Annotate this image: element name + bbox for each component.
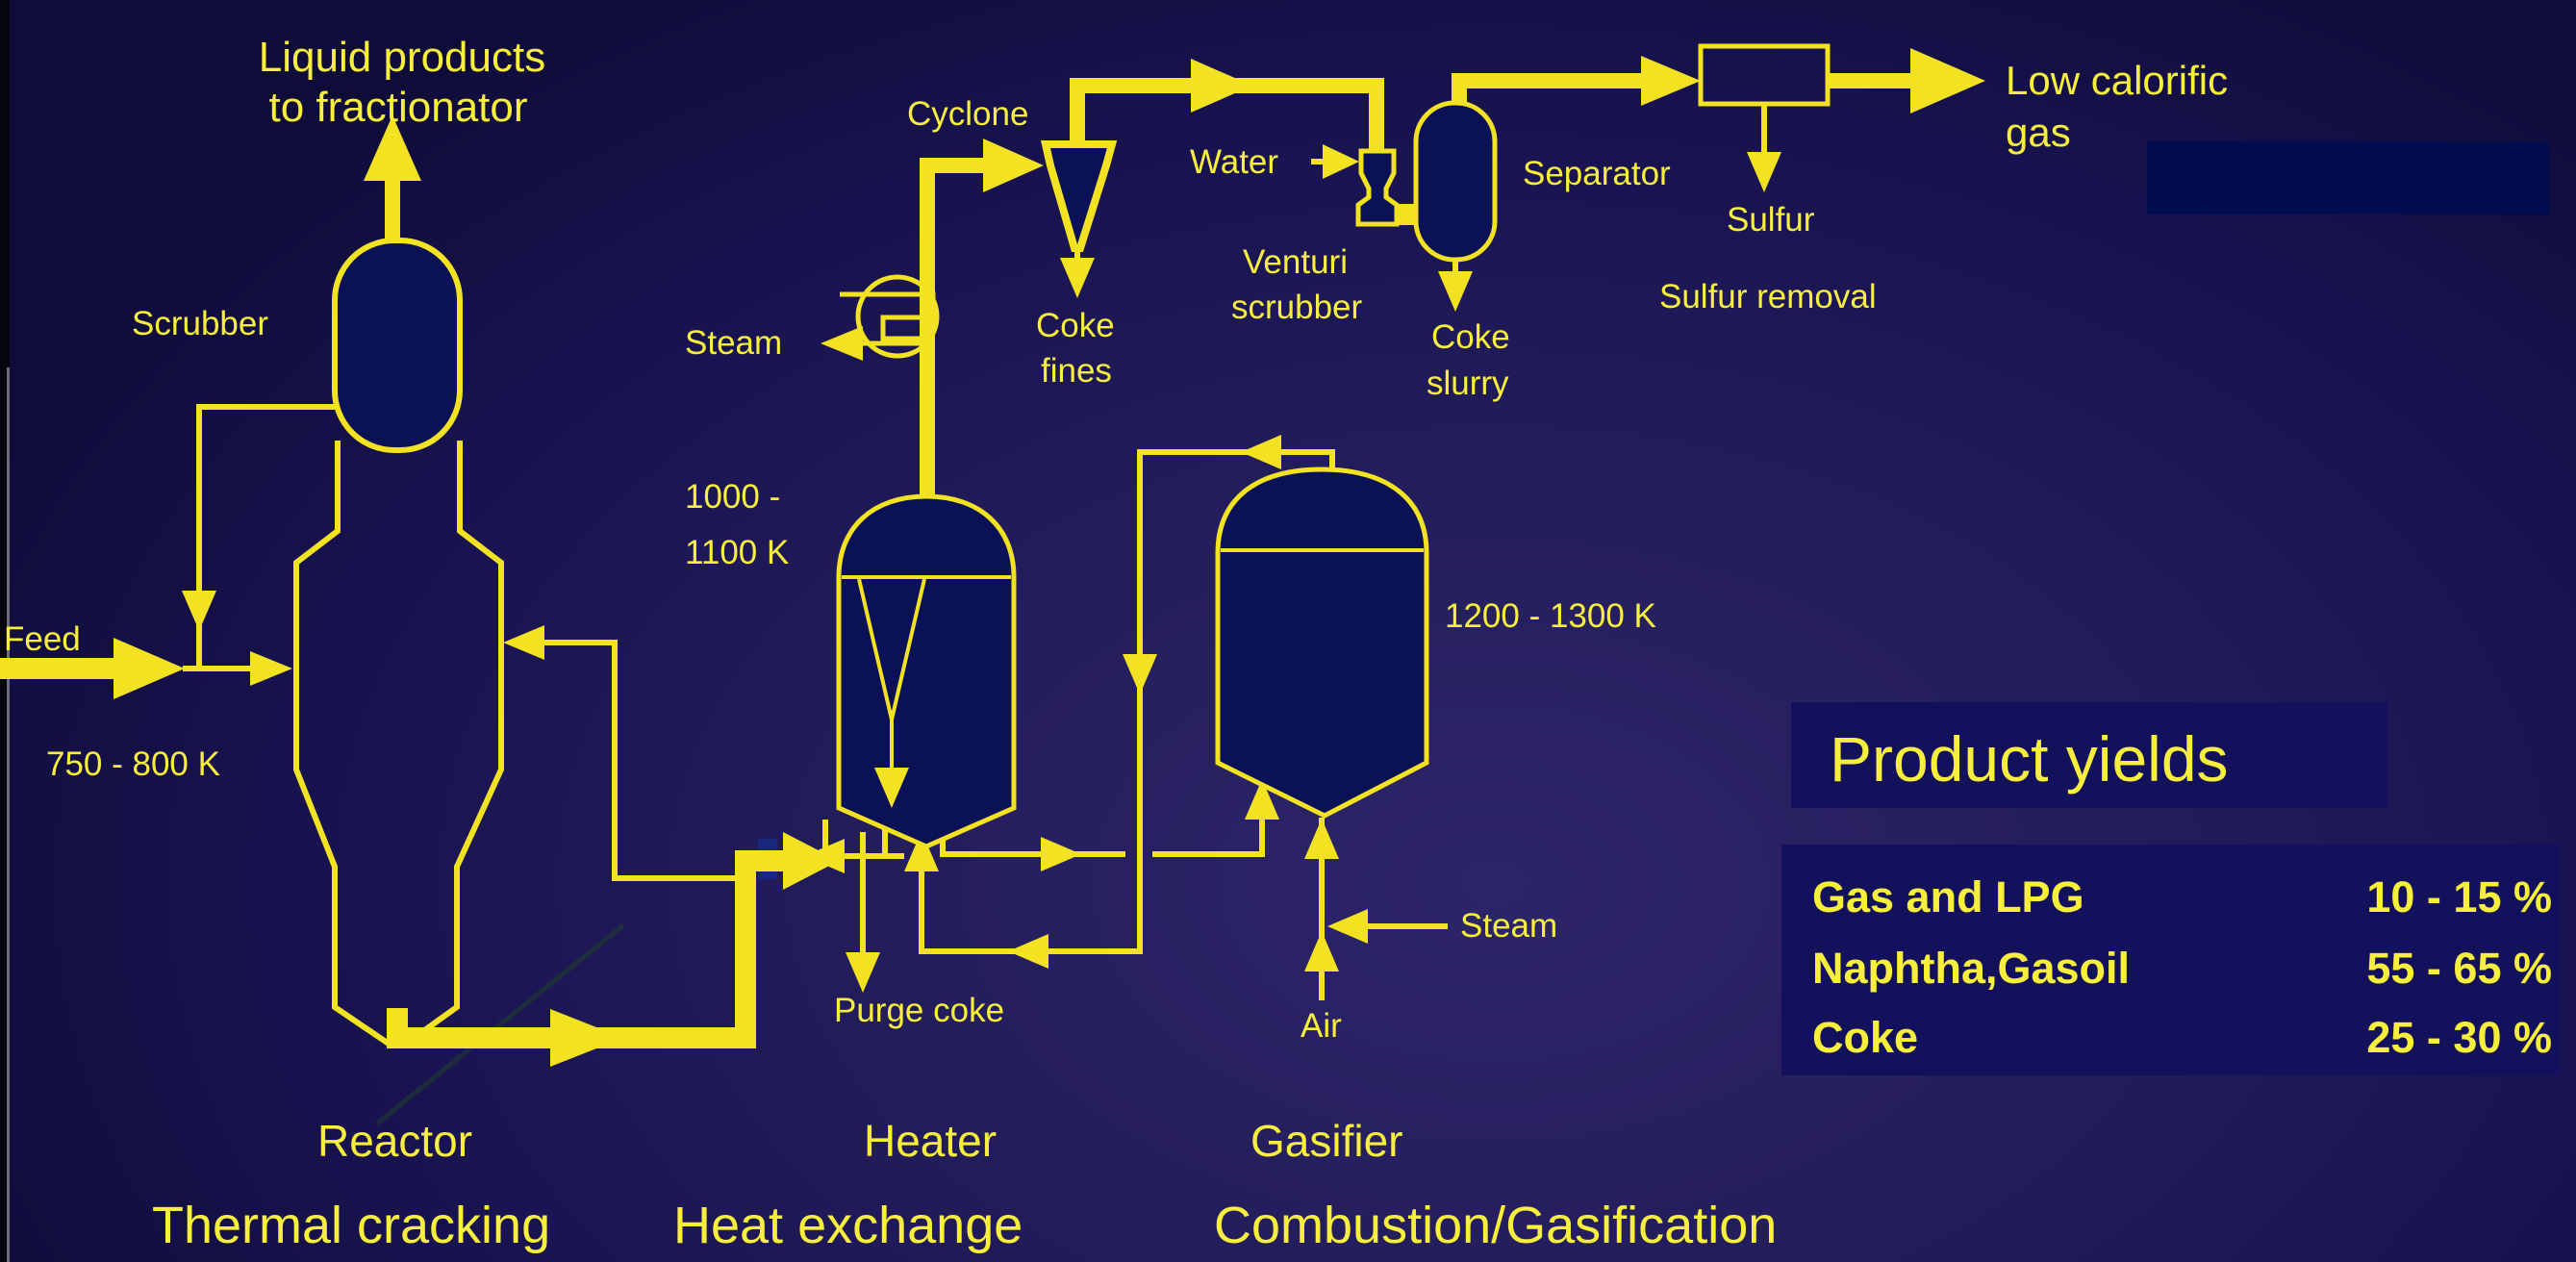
low-calorific-gas-label-1: Low calorific bbox=[2006, 58, 2228, 103]
reactor-temp-label: 750 - 800 K bbox=[46, 745, 220, 783]
piping-thick bbox=[0, 48, 1985, 1067]
right-arrow-icon bbox=[783, 832, 839, 890]
up-arrow-icon bbox=[364, 115, 421, 181]
right-arrow-icon bbox=[114, 638, 185, 699]
yield-row-name: Gas and LPG bbox=[1812, 872, 2084, 921]
faint-diagonal-artifact bbox=[375, 923, 625, 1125]
separator-label: Separator bbox=[1523, 155, 1671, 192]
down-arrow-icon bbox=[846, 952, 880, 993]
right-arrow-icon bbox=[250, 651, 292, 686]
heater-name-label: Heater bbox=[864, 1116, 997, 1166]
down-arrow-icon bbox=[1438, 271, 1473, 312]
product-yields-panel: Product yields Gas and LPG 10 - 15 % Nap… bbox=[1781, 702, 2561, 1075]
feed-label: Feed bbox=[4, 620, 81, 658]
vessels bbox=[293, 43, 1831, 1047]
deco-rect-top-right bbox=[2147, 141, 2549, 215]
heat-exchanger-tube bbox=[840, 291, 936, 341]
caption-heat-exchange: Heat exchange bbox=[673, 1197, 1023, 1254]
air-label: Air bbox=[1301, 1007, 1342, 1045]
left-arrow-icon bbox=[1241, 435, 1281, 469]
liquid-products-label-2: to fractionator bbox=[268, 84, 527, 131]
low-calorific-gas-label-2: gas bbox=[2006, 110, 2071, 155]
left-arrow-icon bbox=[1327, 909, 1368, 944]
venturi-scrubber-vessel bbox=[1355, 148, 1400, 227]
liquid-products-label-1: Liquid products bbox=[259, 34, 545, 81]
left-arrow-icon bbox=[1008, 934, 1048, 969]
venturi-label-1: Venturi bbox=[1243, 243, 1348, 281]
piping-thin bbox=[182, 104, 1781, 1000]
scrubber-label: Scrubber bbox=[132, 305, 268, 342]
diagram-labels: Liquid products to fractionator Scrubber… bbox=[4, 34, 2228, 1045]
heater-temp-label-2: 1100 K bbox=[685, 534, 789, 571]
venturi-label-2: scrubber bbox=[1231, 289, 1363, 326]
yield-row-name: Coke bbox=[1812, 1013, 1918, 1062]
right-arrow-icon bbox=[550, 1009, 623, 1067]
separator-vessel bbox=[1413, 100, 1498, 263]
gasifier-temp-label: 1200 - 1300 K bbox=[1445, 597, 1656, 635]
up-arrow-icon bbox=[904, 831, 939, 871]
yield-row-value: 25 - 30 % bbox=[2366, 1013, 2552, 1062]
purge-coke-label: Purge coke bbox=[834, 992, 1004, 1029]
coke-slurry-label-1: Coke bbox=[1431, 318, 1510, 356]
reactor-vessel-right-wall bbox=[404, 441, 504, 1047]
left-edge-line bbox=[7, 367, 10, 1262]
yield-row-value: 10 - 15 % bbox=[2366, 872, 2552, 921]
reactor-name-label: Reactor bbox=[317, 1116, 472, 1166]
down-arrow-icon bbox=[182, 591, 216, 631]
down-arrow-icon bbox=[874, 768, 909, 808]
down-arrow-icon bbox=[1747, 152, 1781, 192]
steam-right-label: Steam bbox=[1460, 907, 1557, 945]
product-yields-title: Product yields bbox=[1830, 723, 2229, 795]
up-arrow-icon bbox=[1245, 779, 1279, 820]
product-yields-table-box bbox=[1781, 845, 2561, 1075]
caption-thermal-cracking: Thermal cracking bbox=[152, 1197, 550, 1254]
cyclone-vessel bbox=[1040, 140, 1118, 252]
gasifier-name-label: Gasifier bbox=[1250, 1116, 1402, 1166]
down-arrow-icon bbox=[1123, 654, 1157, 694]
sulfur-removal-label: Sulfur removal bbox=[1659, 278, 1877, 316]
reactor-return-line bbox=[544, 640, 735, 881]
heat-exchanger-icon bbox=[855, 274, 940, 359]
water-label: Water bbox=[1190, 143, 1278, 181]
right-arrow-icon bbox=[1323, 144, 1359, 179]
right-arrow-icon bbox=[1641, 56, 1701, 106]
up-arrow-icon bbox=[1304, 931, 1339, 972]
down-arrow-icon bbox=[1060, 258, 1095, 298]
heater-overhead-pipe bbox=[920, 158, 985, 500]
yield-row-name: Naphtha,Gasoil bbox=[1812, 944, 2130, 993]
separator-overhead-pipe bbox=[1452, 73, 1643, 106]
right-arrow-icon bbox=[1910, 48, 1985, 114]
product-yields-title-box bbox=[1791, 702, 2387, 808]
scrubber-overhead-pipe bbox=[385, 175, 400, 244]
up-arrow-icon bbox=[1304, 819, 1339, 859]
reactor-vessel-left-wall bbox=[293, 441, 391, 1047]
heater-internal-cyclone bbox=[857, 578, 926, 770]
scrubber-downcomer-line bbox=[196, 404, 335, 669]
coke-fines-label-1: Coke bbox=[1036, 307, 1115, 344]
steam-left-label: Steam bbox=[685, 324, 782, 362]
reactor-transfer-pipe bbox=[387, 850, 787, 1048]
heater-to-gasifier-line-a bbox=[940, 827, 1125, 857]
right-arrow-icon bbox=[1041, 837, 1081, 871]
scrubber-vessel bbox=[332, 238, 463, 453]
left-arrow-icon bbox=[503, 625, 544, 660]
yield-row-value: 55 - 65 % bbox=[2366, 944, 2552, 993]
right-arrow-icon bbox=[983, 139, 1044, 192]
heater-to-gasifier-line-b bbox=[1152, 814, 1265, 857]
left-edge-strip bbox=[0, 0, 10, 1262]
right-arrow-icon bbox=[1191, 59, 1252, 113]
gasifier-vessel bbox=[1215, 467, 1429, 819]
bottom-captions: Reactor Heater Gasifier Thermal cracking… bbox=[152, 1116, 1777, 1254]
sulfur-removal-unit bbox=[1698, 43, 1831, 107]
sulfur-label: Sulfur bbox=[1727, 201, 1815, 239]
heater-temp-label-1: 1000 - bbox=[685, 478, 780, 516]
left-arrow-icon bbox=[821, 326, 863, 361]
coke-slurry-label-2: slurry bbox=[1427, 365, 1509, 402]
caption-combustion-gasification: Combustion/Gasification bbox=[1214, 1197, 1777, 1254]
heater-vessel bbox=[836, 493, 1017, 849]
gasifier-overhead-loop bbox=[919, 449, 1335, 954]
coke-fines-label-2: fines bbox=[1041, 352, 1112, 390]
cyclone-label: Cyclone bbox=[907, 95, 1028, 133]
